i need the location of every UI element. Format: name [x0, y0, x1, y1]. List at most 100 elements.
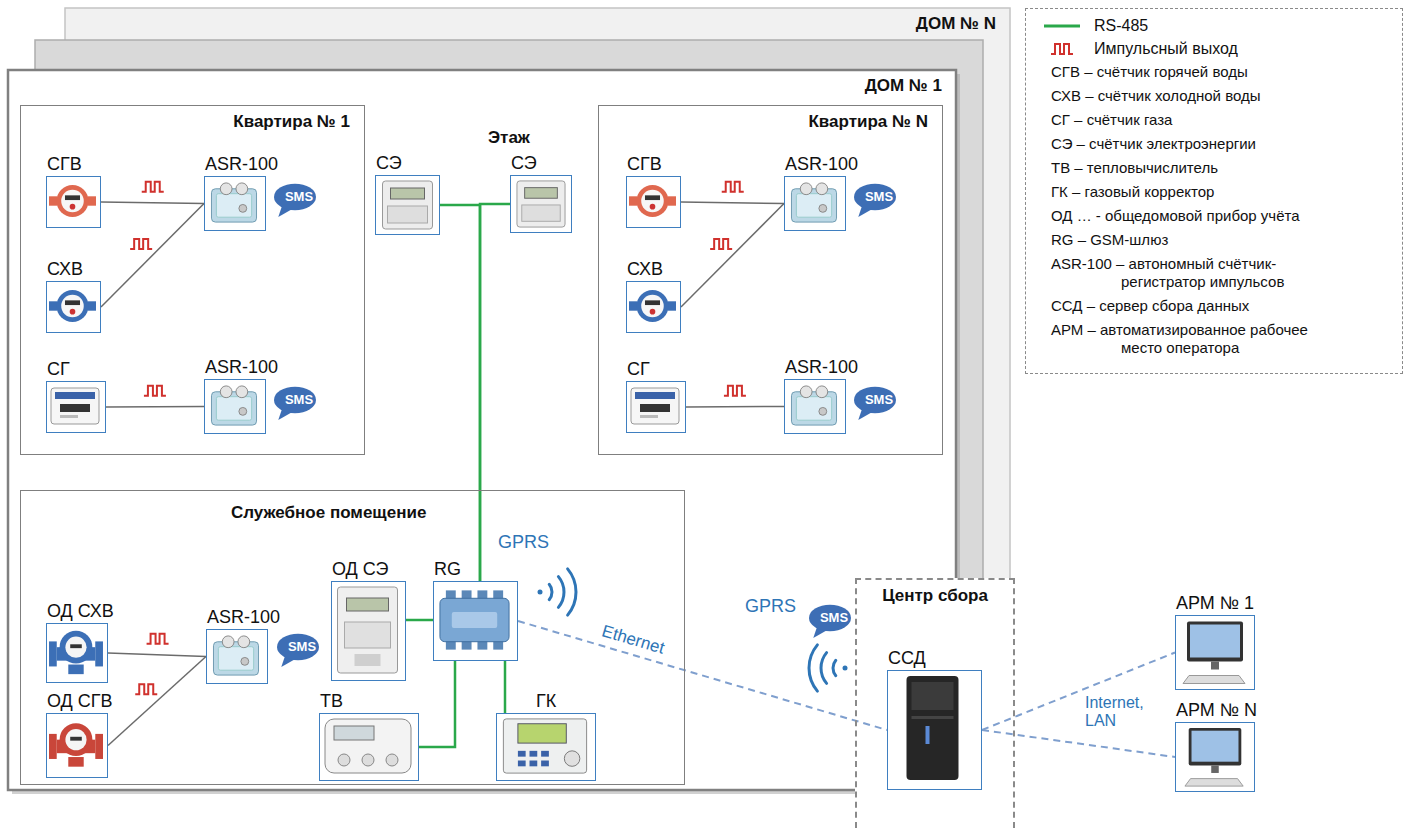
- radio-arc: [568, 569, 576, 615]
- workstation-box: АРМ № N: [1175, 722, 1255, 792]
- legend-row: ССД – сервер сбора данных: [1036, 297, 1392, 316]
- meter-box: СГВ: [626, 176, 681, 228]
- device-label: СХВ: [627, 259, 663, 280]
- recorder-icon: [211, 183, 256, 222]
- recorder-box: ASR-100: [204, 379, 266, 434]
- legend-text: СГВ – счётчик горячей воды: [1051, 63, 1309, 81]
- center-ground: [855, 578, 1015, 828]
- device-box: ТВ: [319, 713, 419, 781]
- device-label: ASR-100: [785, 357, 858, 378]
- meter-box: СЭ: [510, 175, 572, 233]
- network-line: [982, 653, 1175, 731]
- hot-meter-icon: [629, 185, 676, 217]
- legend-row: RG – GSM-шлюз: [1036, 231, 1392, 250]
- recorder-box: ASR-100: [204, 176, 266, 231]
- pulse-line: [101, 204, 204, 308]
- meter-box: ОД СГВ: [46, 713, 108, 778]
- house-grounds: [8, 8, 1015, 828]
- device-label: СГ: [47, 359, 70, 380]
- legend-row: СГВ – счётчик горячей воды: [1036, 63, 1392, 82]
- house-power-meter-icon: [338, 587, 398, 673]
- legend-text: ССД – сервер сбора данных: [1051, 297, 1309, 315]
- house-cold-meter-icon: [49, 631, 103, 674]
- legend-row: ГК – газовый корректор: [1036, 183, 1392, 202]
- bus-line: [419, 661, 455, 747]
- device-label: ASR-100: [205, 357, 278, 378]
- legend-text: RS-485: [1094, 17, 1148, 35]
- device-label: ГК: [536, 691, 556, 712]
- house-front: [8, 70, 956, 790]
- recorder-box: ASR-100: [784, 176, 846, 231]
- legend-text: СГ – счётчик газа: [1051, 111, 1309, 129]
- channel-label: GPRS: [745, 596, 796, 617]
- legend-text: Импульсный выход: [1094, 40, 1238, 58]
- pulse-symbol: [1051, 44, 1073, 54]
- pulse-line: [101, 202, 204, 204]
- power-meter-icon: [517, 181, 565, 227]
- sms-bubble: SMS: [853, 183, 905, 217]
- meter-box: СГ: [46, 381, 106, 433]
- device-label: СХВ: [47, 259, 83, 280]
- legend-text: ГК – газовый корректор: [1051, 183, 1309, 201]
- gateway-icon: [440, 590, 509, 649]
- frame-title: Центр сбора: [882, 586, 988, 606]
- pulse-line: [681, 204, 784, 308]
- power-meter-icon: [383, 181, 433, 229]
- center-frame: Центр сбораССД: [855, 578, 1015, 828]
- group-label: Этаж: [488, 128, 530, 148]
- bus-line: [406, 619, 433, 622]
- gas-meter-icon: [51, 388, 99, 424]
- bubble-label: SMS: [273, 190, 325, 205]
- legend-row: ASR-100 – автономный счётчик-регистратор…: [1036, 255, 1392, 292]
- pulse-line: [686, 406, 784, 408]
- channel-label: GPRS: [498, 532, 549, 553]
- frame-title: Квартира № N: [808, 112, 928, 132]
- meter-box: СХВ: [626, 281, 681, 333]
- legend-line-sample: [1042, 18, 1082, 34]
- frame-title: ДОМ № 1: [865, 76, 942, 96]
- legend-line: [1044, 25, 1080, 28]
- network-label: Internet, LAN: [1085, 694, 1163, 731]
- sms-bubble: SMS: [273, 183, 325, 217]
- bus-line: [480, 204, 510, 581]
- device-label: СГВ: [627, 154, 662, 175]
- pulse-wave: [722, 182, 744, 192]
- meter-box: ОД СХВ: [46, 623, 108, 683]
- pulse-wave: [142, 182, 164, 192]
- recorder-icon: [791, 183, 836, 222]
- pulse-wave: [135, 684, 157, 694]
- hot-meter-icon: [49, 185, 96, 217]
- pulse-wave: [130, 239, 152, 249]
- server-box: ССД: [887, 670, 982, 790]
- radio-arc: [558, 577, 564, 608]
- recorder-icon: [791, 386, 836, 425]
- pulse-wave: [147, 634, 169, 644]
- pulse-line: [106, 406, 204, 408]
- meter-box: СГ: [626, 381, 686, 433]
- sms-bubble: SMS: [276, 633, 328, 667]
- radio-arc: [809, 645, 817, 691]
- device-label: ОД СХВ: [47, 601, 114, 622]
- legend-box: RS-485Импульсный выходСГВ – счётчик горя…: [1025, 8, 1403, 374]
- legend-text: СХВ – счётчик холодной воды: [1051, 87, 1309, 105]
- cold-meter-icon: [629, 290, 676, 322]
- connector-label: Ethernet: [599, 621, 666, 658]
- recorder-icon: [213, 636, 258, 675]
- house-frame: ДОМ № 1Квартира № 1СГВСХВASR-100SMSСГASR…: [8, 70, 956, 790]
- pulse-symbol: [142, 182, 164, 192]
- legend-pulse-sample: [1042, 41, 1082, 57]
- pulse-symbol: [147, 634, 169, 644]
- device-label: ОД СЭ: [332, 559, 389, 580]
- workstation-icon: [1185, 728, 1243, 786]
- cold-meter-icon: [49, 290, 96, 322]
- recorder-box: ASR-100: [784, 379, 846, 434]
- device-label: АРМ № N: [1176, 700, 1257, 721]
- device-label: ОД СГВ: [47, 691, 113, 712]
- device-label: ASR-100: [785, 154, 858, 175]
- legend-row: RS-485: [1036, 17, 1392, 35]
- meter-box: СХВ: [46, 281, 101, 333]
- legend-text: ОД … - общедомовой прибор учёта: [1051, 207, 1309, 225]
- frame-title: ДОМ № N: [916, 14, 996, 34]
- device-label: СГ: [627, 359, 650, 380]
- legend-text: ASR-100 – автономный счётчик-регистратор…: [1051, 255, 1309, 291]
